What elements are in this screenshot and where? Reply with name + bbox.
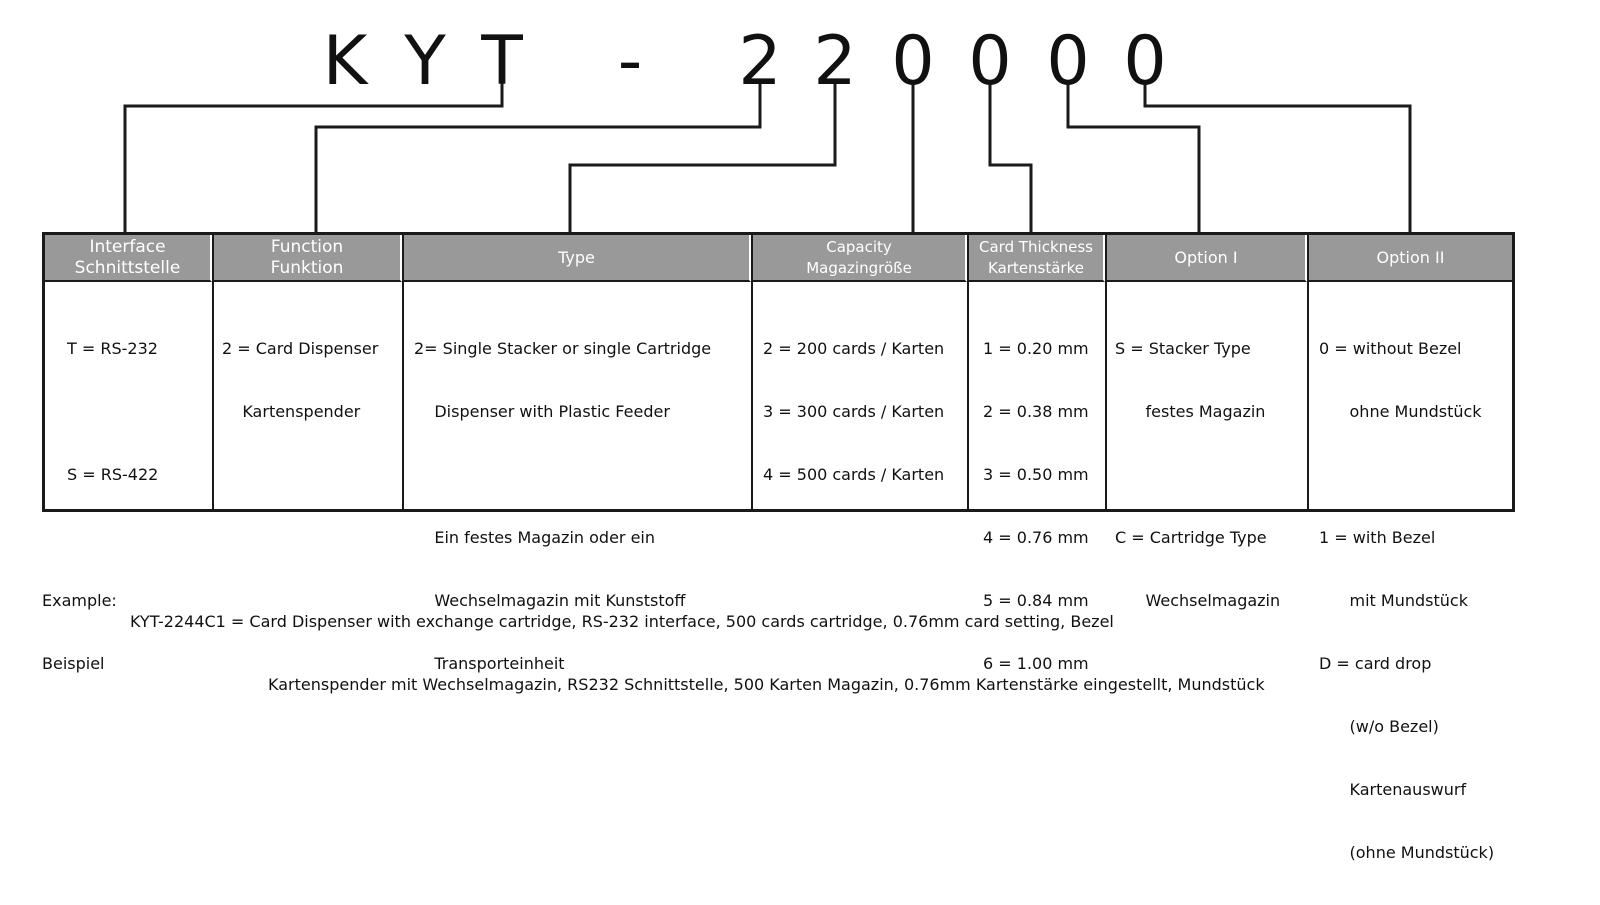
entry — [1115, 464, 1307, 485]
column-option-1: Option I S = Stacker Type festes Magazin… — [1107, 235, 1309, 610]
entry — [414, 464, 751, 485]
entry: 2 = 200 cards / Karten — [763, 339, 945, 358]
code-char-10: 0 — [1123, 22, 1167, 101]
code-char-7: 0 — [891, 22, 935, 101]
entry: 5 = 0.84 mm — [983, 591, 1089, 610]
header-line: Card Thickness — [979, 237, 1093, 256]
header-line: Interface — [89, 236, 166, 257]
header-line: Option II — [1376, 248, 1445, 267]
entry: T = RS-232 — [67, 339, 158, 358]
entry: 3 = 0.50 mm — [983, 465, 1089, 484]
column-header: Card Thickness Kartenstärke — [969, 235, 1105, 282]
connector-function — [314, 80, 762, 232]
entry — [1319, 464, 1512, 485]
entry: 4 = 0.76 mm — [983, 528, 1089, 547]
entry: Kartenspender — [222, 402, 361, 421]
column-interface: Interface Schnittstelle T = RS-232 S = R… — [45, 235, 214, 509]
entry: C = Cartridge Type — [1115, 528, 1267, 547]
column-body: 2 = 200 cards / Karten 3 = 300 cards / K… — [753, 282, 967, 527]
entry: 1 = 0.20 mm — [983, 339, 1089, 358]
entry: Wechselmagazin — [1115, 591, 1281, 610]
entry — [67, 401, 212, 422]
column-header: Capacity Magazingröße — [753, 235, 967, 282]
column-header: Type — [404, 235, 751, 282]
entry: Kartenauswurf — [1319, 780, 1467, 799]
entry: (w/o Bezel) — [1319, 717, 1439, 736]
example-text-de: Kartenspender mit Wechselmagazin, RS232 … — [268, 675, 1265, 694]
example-text: KYT-2244C1 = Card Dispenser with exchang… — [130, 612, 1114, 631]
column-body: 2= Single Stacker or single Cartridge Di… — [404, 282, 751, 716]
header-line: Capacity — [826, 237, 892, 256]
header-line: Option I — [1174, 248, 1238, 267]
column-body: S = Stacker Type festes Magazin C = Cart… — [1107, 282, 1307, 653]
header-line: Magazingröße — [806, 258, 912, 277]
column-body: 2 = Card Dispenser Kartenspender — [214, 282, 402, 464]
column-option-2: Option II 0 = without Bezel ohne Mundstü… — [1309, 235, 1512, 862]
header-line: Function — [270, 236, 344, 257]
connector-option-1 — [1066, 80, 1201, 232]
column-body: T = RS-232 S = RS-422 — [45, 282, 212, 527]
column-body: 1 = 0.20 mm 2 = 0.38 mm 3 = 0.50 mm 4 = … — [969, 282, 1105, 716]
entry: 4 = 500 cards / Karten — [763, 465, 945, 484]
example-note: Example: KYT-2244C1 = Card Dispenser wit… — [42, 527, 1265, 694]
entry: festes Magazin — [1115, 402, 1266, 421]
code-char-1: K — [322, 22, 368, 101]
entry: S = Stacker Type — [1115, 339, 1251, 358]
entry: ohne Mundstück — [1319, 402, 1482, 421]
entry: 1 = with Bezel — [1319, 528, 1436, 547]
column-header: Function Funktion — [214, 235, 402, 282]
entry: Transporteinheit — [414, 654, 565, 673]
connector-interface — [123, 80, 504, 232]
code-char-2: Y — [404, 22, 446, 101]
connector-thickness — [988, 80, 1033, 232]
column-header: Option I — [1107, 235, 1307, 282]
connector-type — [568, 80, 837, 232]
header-line: Schnittstelle — [74, 257, 181, 278]
column-header: Interface Schnittstelle — [45, 235, 212, 282]
example-row-en: Example: KYT-2244C1 = Card Dispenser wit… — [42, 569, 1114, 631]
column-body: 0 = without Bezel ohne Mundstück 1 = wit… — [1309, 282, 1512, 905]
header-line: Kartenstärke — [988, 258, 1084, 277]
code-char-9: 0 — [1046, 22, 1090, 101]
code-char-6: 2 — [813, 22, 857, 101]
entry: Dispenser with Plastic Feeder — [414, 402, 670, 421]
entry: 2 = Card Dispenser — [222, 339, 379, 358]
entry: mit Mundstück — [1319, 591, 1468, 610]
entry: S = RS-422 — [67, 465, 159, 484]
entry: 2= Single Stacker or single Cartridge — [414, 339, 712, 358]
column-type: Type 2= Single Stacker or single Cartrid… — [404, 235, 753, 673]
code-char-3: T — [481, 22, 523, 101]
code-dash: - — [617, 22, 643, 101]
connector-lines — [123, 80, 1412, 232]
entry: D = card drop — [1319, 654, 1432, 673]
entry: 3 = 300 cards / Karten — [763, 402, 945, 421]
entry: Wechselmagazin mit Kunststoff — [414, 591, 686, 610]
entry: 6 = 1.00 mm — [983, 654, 1089, 673]
example-label: Example: — [42, 591, 117, 610]
entry: 2 = 0.38 mm — [983, 402, 1089, 421]
entry: Ein festes Magazin oder ein — [414, 528, 655, 547]
header-line: Type — [558, 248, 595, 267]
column-capacity: Capacity Magazingröße 2 = 200 cards / Ka… — [753, 235, 969, 509]
column-function: Function Funktion 2 = Card Dispenser Kar… — [214, 235, 404, 509]
code-char-5: 2 — [738, 22, 782, 101]
connector-option-2 — [1143, 80, 1412, 232]
header-line: Funktion — [270, 257, 344, 278]
entry: 0 = without Bezel — [1319, 339, 1462, 358]
column-card-thickness: Card Thickness Kartenstärke 1 = 0.20 mm … — [969, 235, 1107, 673]
example-label-de: Beispiel — [42, 654, 105, 673]
column-header: Option II — [1309, 235, 1512, 282]
specification-table: Interface Schnittstelle T = RS-232 S = R… — [42, 232, 1515, 862]
code-char-8: 0 — [968, 22, 1012, 101]
entry: (ohne Mundstück) — [1319, 843, 1495, 862]
